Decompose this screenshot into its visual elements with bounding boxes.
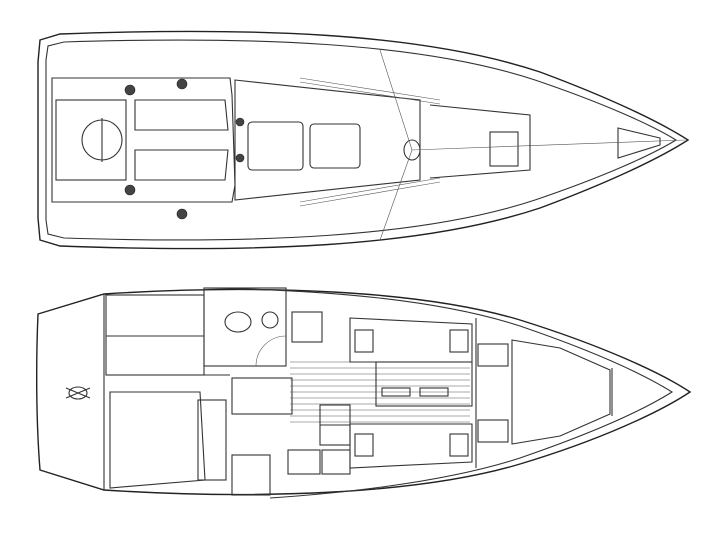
toilet-icon: [224, 311, 252, 333]
coachroof: [234, 79, 421, 201]
aft-berth-cushion: [197, 399, 227, 481]
v-berth: [511, 339, 611, 445]
head-door-swing: [255, 335, 287, 367]
deck-toerail: [45, 39, 678, 241]
forward-locker: [477, 343, 509, 367]
winch-icon: [124, 184, 136, 196]
deck-hatch: [309, 123, 361, 169]
genoa-track-top: [299, 77, 441, 105]
forward-locker: [477, 419, 509, 443]
saloon-chair: [291, 311, 323, 343]
cockpit-bench-bottom: [134, 149, 229, 181]
galley-stove: [287, 449, 321, 475]
foredeck-outline: [429, 104, 531, 179]
winch-icon: [235, 117, 245, 127]
winch-icon: [235, 153, 245, 163]
forestay: [411, 139, 686, 151]
winch-icon: [176, 78, 188, 90]
table-leaf: [381, 387, 411, 397]
chart-table-seat: [231, 377, 293, 415]
companionway-hatch: [247, 121, 304, 171]
cushion: [449, 329, 469, 353]
fore-hatch: [489, 131, 519, 167]
cushion: [354, 329, 374, 353]
shroud: [379, 49, 413, 151]
interior-inner-hull: [203, 287, 674, 499]
anchor-locker: [617, 127, 661, 159]
genoa-track-bottom: [299, 177, 441, 207]
pushpit-fitting-icon: [65, 386, 91, 400]
shroud: [379, 149, 413, 241]
wash-basin-icon: [261, 311, 279, 329]
deck-hull-outline: [37, 30, 690, 250]
deck-plan: [37, 30, 690, 250]
saloon-settee-starboard: [349, 423, 473, 469]
helm-seat: [55, 99, 127, 181]
saloon-settee-port: [349, 317, 473, 363]
interior-layout: [35, 287, 692, 499]
cushion: [354, 433, 374, 457]
winch-icon: [124, 84, 136, 96]
head-compartment: [203, 287, 287, 367]
table-leaf: [419, 387, 449, 397]
wet-locker: [231, 454, 271, 496]
cockpit-bench-top: [134, 99, 229, 131]
winch-icon: [176, 208, 188, 220]
cushion: [449, 433, 469, 457]
